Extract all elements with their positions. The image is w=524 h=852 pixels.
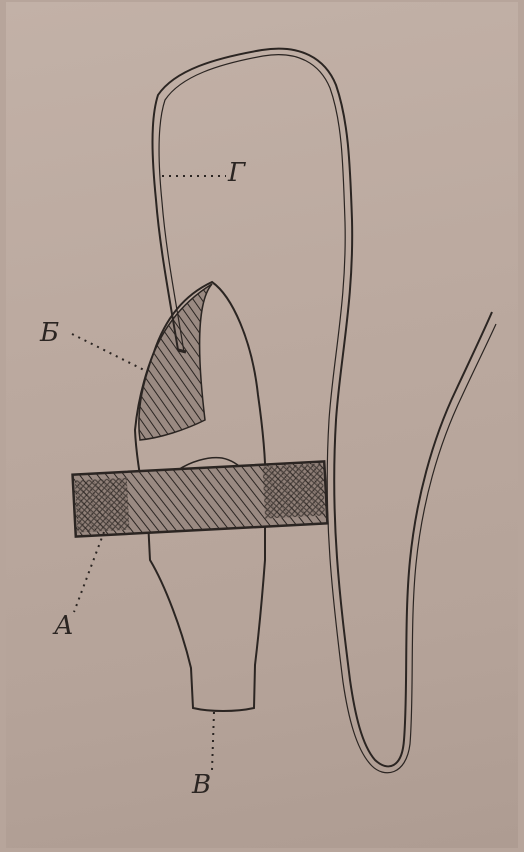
label-v: В — [192, 772, 211, 798]
thread-g-end — [178, 350, 186, 352]
label-a: А — [54, 613, 74, 639]
band-a-right-crosshatch — [262, 464, 325, 519]
label-b: Б — [40, 320, 59, 346]
hatched-region-b — [139, 284, 212, 440]
label-g: Г — [228, 160, 245, 186]
band-a-left-crosshatch — [75, 478, 130, 533]
leader-a — [74, 532, 104, 612]
leader-b — [72, 334, 148, 372]
leader-v — [212, 712, 214, 770]
